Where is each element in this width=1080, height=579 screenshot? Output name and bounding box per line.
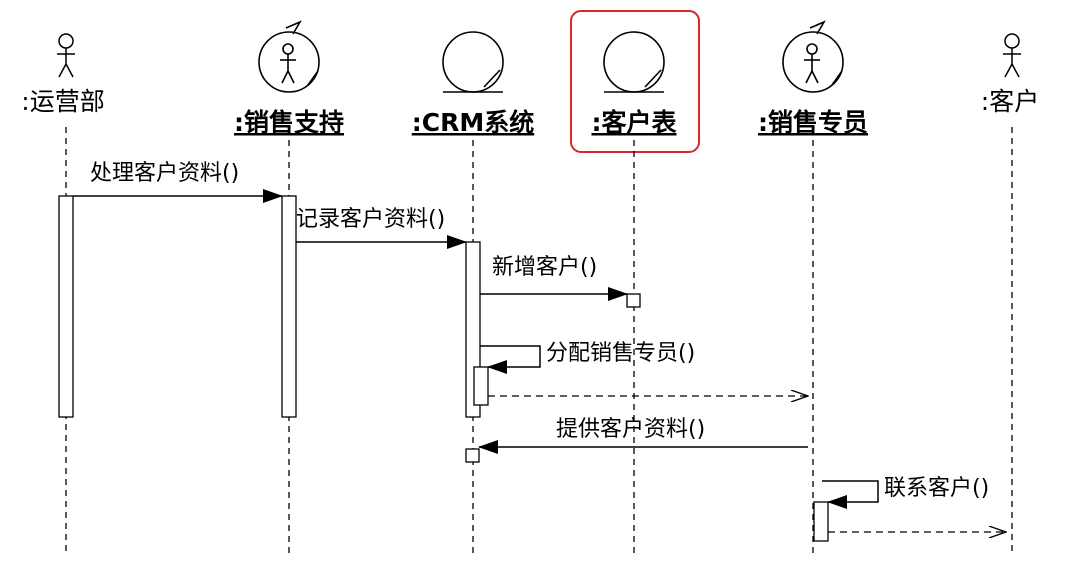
lifeline-sales: :销售专员	[758, 20, 868, 556]
highlight-frame	[570, 10, 700, 153]
actor-ops-icon	[57, 33, 75, 78]
message-3: 新增客户()	[480, 255, 628, 301]
lifeline-table: :客户表	[592, 31, 678, 556]
lifeline-table-label: :客户表	[592, 108, 678, 137]
message-7: 联系客户()	[822, 476, 989, 509]
activation-table	[626, 293, 641, 308]
lifeline-customer-label: :客户	[981, 87, 1039, 116]
activation-ops	[58, 195, 74, 418]
message-6: 提供客户资料()	[478, 417, 808, 454]
message-1: 处理客户资料()	[73, 161, 283, 203]
control-support-icon	[258, 20, 320, 93]
message-3-label: 新增客户()	[492, 255, 597, 280]
message-7-label: 联系客户()	[884, 476, 989, 501]
message-4-arrow	[480, 345, 541, 374]
lifeline-sales-label: :销售专员	[758, 108, 868, 137]
message-4-label: 分配销售专员()	[546, 341, 695, 366]
activation-support	[281, 195, 297, 418]
activation-sales	[813, 501, 829, 542]
lifeline-ops-label: :运营部	[21, 87, 104, 116]
lifeline-support-label: :销售支持	[234, 108, 344, 137]
activation-crm-receive	[465, 448, 480, 463]
entity-crm-icon	[442, 31, 504, 93]
lifeline-crm-label: :CRM系统	[412, 108, 534, 137]
lifeline-customer: :客户	[981, 33, 1039, 556]
entity-table-icon	[603, 31, 665, 93]
control-sales-icon	[782, 20, 844, 93]
message-7-arrow	[822, 480, 879, 509]
activation-crm-nested	[473, 366, 489, 406]
message-6-label: 提供客户资料()	[556, 417, 705, 442]
message-2-label: 记录客户资料()	[296, 207, 445, 232]
lifeline-support: :销售支持	[234, 20, 344, 556]
message-1-label: 处理客户资料()	[90, 161, 239, 186]
message-2: 记录客户资料()	[296, 207, 467, 249]
message-4: 分配销售专员()	[480, 341, 695, 374]
lifeline-crm: :CRM系统	[412, 31, 534, 556]
actor-customer-icon	[1003, 33, 1021, 78]
